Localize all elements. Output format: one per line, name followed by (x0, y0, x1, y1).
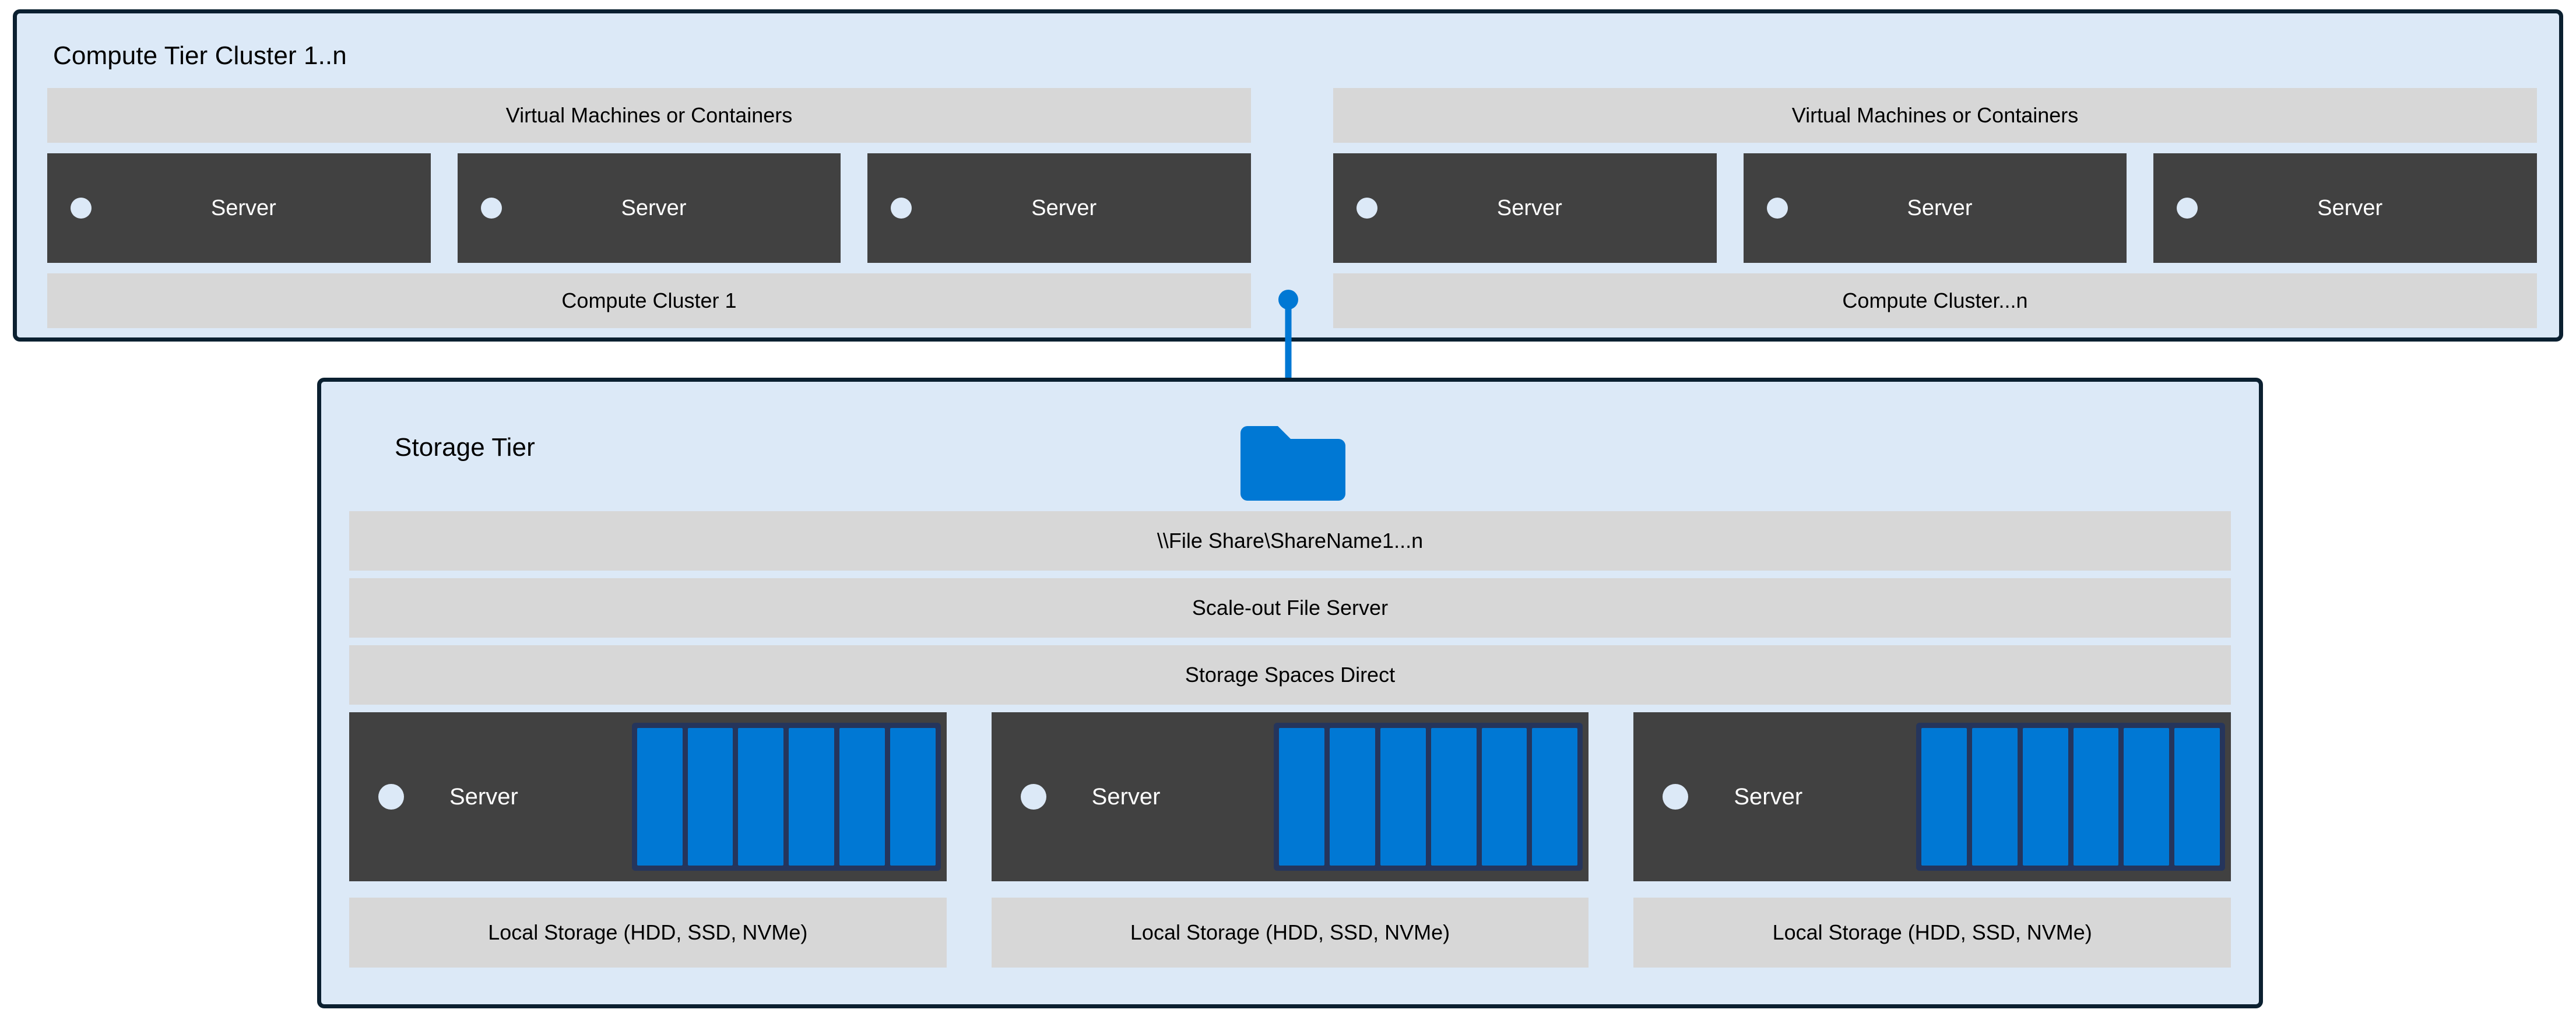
disk-icon (2174, 728, 2220, 866)
compute-server-label: Server (1496, 195, 1562, 220)
compute-server-box[interactable]: Server (47, 153, 431, 263)
disk-icon (1431, 728, 1477, 866)
scale-out-file-server-band: Scale-out File Server (349, 578, 2231, 638)
status-led-icon (1766, 198, 1788, 219)
disk-icon (2073, 728, 2119, 866)
storage-server-box[interactable]: Server (349, 712, 947, 881)
disk-icon (789, 728, 834, 866)
cluster-n-name-band: Compute Cluster...n (1333, 273, 2537, 328)
cluster-n-server-row: Server Server Server (1333, 153, 2538, 263)
disk-icon (1330, 728, 1375, 866)
disk-icon (738, 728, 784, 866)
cluster-1-name-band: Compute Cluster 1 (47, 273, 1251, 328)
compute-tier-container: Compute Tier Cluster 1..n Virtual Machin… (13, 9, 2563, 342)
disk-icon (1971, 728, 2018, 866)
disk-icon (1532, 728, 1578, 866)
disk-icon (687, 728, 733, 866)
compute-server-label: Server (2317, 195, 2383, 220)
compute-server-label: Server (621, 195, 687, 220)
status-led-icon (480, 198, 502, 219)
storage-server-label: Server (1091, 783, 1161, 810)
disk-icon (637, 728, 683, 866)
disk-icon (2124, 728, 2170, 866)
cluster-1-vm-band: Virtual Machines or Containers (47, 88, 1251, 143)
disk-icon (1279, 728, 1325, 866)
compute-server-label: Server (1031, 195, 1097, 220)
cluster-n-vm-band: Virtual Machines or Containers (1333, 88, 2537, 143)
compute-tier-title: Compute Tier Cluster 1..n (53, 41, 347, 70)
folder-icon (1240, 426, 1345, 501)
disk-array-icon (1916, 723, 2226, 871)
status-led-icon (1663, 784, 1689, 810)
disk-icon (1481, 728, 1527, 866)
status-led-icon (1356, 198, 1377, 219)
compute-cluster-1: Virtual Machines or Containers Server Se… (47, 88, 1252, 328)
storage-server-box[interactable]: Server (991, 712, 1589, 881)
disk-icon (890, 728, 936, 866)
local-storage-label: Local Storage (HDD, SSD, NVMe) (349, 898, 947, 968)
storage-tier-container: Storage Tier \\File Share\ShareName1...n… (317, 378, 2263, 1008)
storage-server-label: Server (1734, 783, 1803, 810)
storage-spaces-direct-band: Storage Spaces Direct (349, 645, 2231, 705)
compute-cluster-n: Virtual Machines or Containers Server Se… (1333, 88, 2538, 328)
compute-server-box[interactable]: Server (867, 153, 1252, 263)
disk-icon (1921, 728, 1967, 866)
storage-tier-title: Storage Tier (395, 433, 535, 462)
compute-server-box[interactable]: Server (457, 153, 841, 263)
storage-server-label: Server (449, 783, 518, 810)
storage-footer-row: Local Storage (HDD, SSD, NVMe) Local Sto… (349, 898, 2231, 968)
folder-glyph (1240, 426, 1345, 501)
local-storage-label: Local Storage (HDD, SSD, NVMe) (1633, 898, 2231, 968)
disk-array-icon (631, 723, 941, 871)
status-led-icon (71, 198, 92, 219)
compute-server-label: Server (210, 195, 276, 220)
file-share-band: \\File Share\ShareName1...n (349, 511, 2231, 571)
disk-icon (1380, 728, 1426, 866)
disk-icon (2022, 728, 2068, 866)
cluster-1-server-row: Server Server Server (47, 153, 1252, 263)
storage-server-row: Server Server Se (349, 712, 2231, 881)
compute-server-box[interactable]: Server (1333, 153, 1717, 263)
status-led-icon (1020, 784, 1046, 810)
status-led-icon (891, 198, 912, 219)
local-storage-label: Local Storage (HDD, SSD, NVMe) (991, 898, 1589, 968)
storage-server-box[interactable]: Server (1633, 712, 2231, 881)
compute-server-box[interactable]: Server (1743, 153, 2127, 263)
status-led-icon (378, 784, 404, 810)
disk-array-icon (1274, 723, 1583, 871)
compute-server-label: Server (1907, 195, 1973, 220)
status-led-icon (2177, 198, 2198, 219)
disk-icon (839, 728, 885, 866)
compute-server-box[interactable]: Server (2153, 153, 2538, 263)
